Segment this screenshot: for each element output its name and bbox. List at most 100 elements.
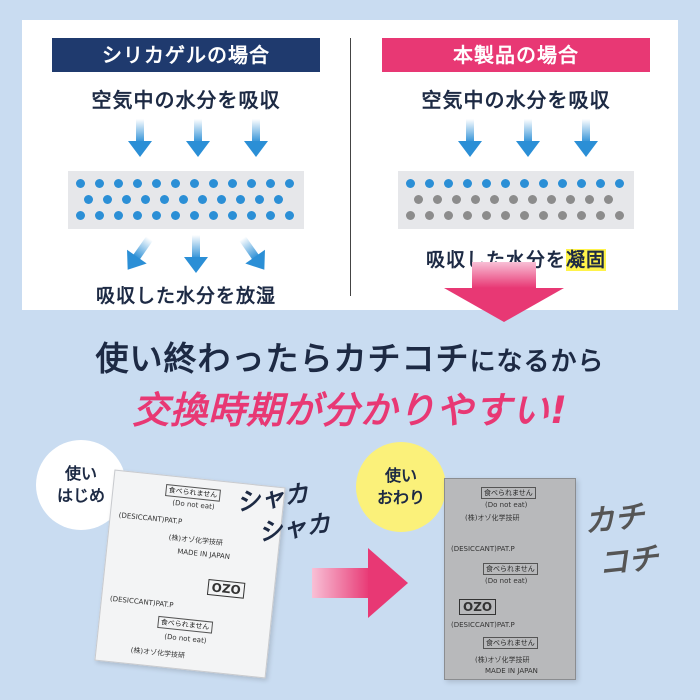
moisture-dot — [490, 195, 499, 204]
moisture-dot — [547, 195, 556, 204]
moisture-dot — [133, 211, 142, 220]
silica-result-text: 吸収した水分を放湿 — [95, 285, 276, 307]
moisture-dot — [577, 179, 586, 188]
moisture-dot — [482, 211, 491, 220]
comparison-panel: シリカゲルの場合 空気中の水分を吸収 吸収した水分を放湿 本製品の場合 空気中の… — [22, 20, 678, 310]
packet-desiccant: (DESICCANT)PAT.P — [451, 621, 515, 629]
moisture-dot — [452, 195, 461, 204]
moisture-dot — [444, 211, 453, 220]
moisture-dot — [228, 179, 237, 188]
moisture-dot — [76, 211, 85, 220]
moisture-dot — [114, 211, 123, 220]
down-arrow-icon — [186, 119, 210, 159]
moisture-dot — [171, 211, 180, 220]
start-badge-line1: 使い — [64, 464, 97, 484]
packet-not-edible: 食べられません — [157, 615, 213, 634]
end-badge: 使いおわり — [356, 442, 446, 532]
moisture-dot — [501, 211, 510, 220]
product-absorb-text: 空気中の水分を吸収 — [421, 88, 611, 112]
moisture-dot — [463, 211, 472, 220]
packet-not-edible: 食べられません — [481, 487, 536, 499]
kachi-sound: カチ — [582, 498, 647, 541]
packet-made-in: MADE IN JAPAN — [485, 667, 538, 675]
silica-absorb-text: 空気中の水分を吸収 — [91, 88, 281, 112]
moisture-dot — [190, 179, 199, 188]
packet-maker: (株)オゾ化学技研 — [130, 646, 186, 660]
moisture-dot — [528, 195, 537, 204]
moisture-dot — [285, 211, 294, 220]
moisture-dot — [425, 211, 434, 220]
moisture-dot — [133, 179, 142, 188]
down-arrow-icon — [128, 119, 152, 159]
packet-maker: (株)オゾ化学技研 — [168, 533, 224, 548]
moisture-dot — [425, 179, 434, 188]
moisture-dot — [76, 179, 85, 188]
absorb-arrows — [52, 119, 320, 165]
moisture-dot — [433, 195, 442, 204]
silica-gel-title: シリカゲルの場合 — [52, 38, 320, 72]
moisture-dot — [266, 179, 275, 188]
product-column: 本製品の場合 空気中の水分を吸収 吸収した水分を凝固 — [382, 38, 650, 272]
moisture-dot — [160, 195, 169, 204]
product-title: 本製品の場合 — [382, 38, 650, 72]
moisture-dot — [228, 211, 237, 220]
moisture-dot — [95, 211, 104, 220]
moisture-dot — [501, 179, 510, 188]
kochi-sound: コチ — [596, 540, 661, 583]
down-arrow-icon — [458, 119, 482, 159]
packet-not-edible: 食べられません — [483, 563, 538, 575]
moisture-dot — [171, 179, 180, 188]
packet-not-edible: 食べられません — [483, 637, 538, 649]
moisture-dot — [95, 179, 104, 188]
moisture-dot — [114, 179, 123, 188]
moisture-dot — [247, 211, 256, 220]
end-badge-line2: おわり — [376, 488, 425, 507]
moisture-dot — [414, 195, 423, 204]
moisture-dot — [406, 179, 415, 188]
moisture-dot — [255, 195, 264, 204]
moisture-dot — [482, 179, 491, 188]
packet-maker: (株)オゾ化学技研 — [475, 656, 530, 664]
moisture-dot — [198, 195, 207, 204]
moisture-dot — [558, 211, 567, 220]
moisture-dot — [141, 195, 150, 204]
moisture-dot — [596, 179, 605, 188]
moisture-dot — [122, 195, 131, 204]
moisture-dot — [577, 211, 586, 220]
moisture-dot — [84, 195, 93, 204]
packet-do-not-eat: (Do not eat) — [485, 501, 528, 509]
moisture-dot — [179, 195, 188, 204]
moisture-dot — [615, 179, 624, 188]
pink-right-arrow-icon — [312, 548, 412, 618]
moisture-dot — [103, 195, 112, 204]
moisture-dot — [558, 179, 567, 188]
product-slab — [398, 171, 634, 229]
moisture-dot — [539, 211, 548, 220]
moisture-dot — [509, 195, 518, 204]
moisture-dot — [444, 179, 453, 188]
packet-do-not-eat: (Do not eat) — [485, 577, 528, 585]
start-badge-line2: はじめ — [56, 486, 105, 505]
packet-desiccant: (DESICCANT)PAT.P — [118, 511, 183, 526]
silica-gel-slab — [68, 171, 304, 229]
headline-line1-tail: になるから — [469, 347, 605, 377]
moisture-dot — [190, 211, 199, 220]
moisture-dot — [406, 211, 415, 220]
divider — [350, 38, 351, 296]
headline-line1-main: 使い終わったらカチコチ — [95, 339, 470, 378]
moisture-dot — [596, 211, 605, 220]
release-arrow-icon — [233, 232, 276, 279]
used-desiccant-packet: 食べられません (Do not eat) (株)オゾ化学技研 (DESICCAN… — [444, 478, 576, 680]
headline-line1: 使い終わったらカチコチになるから — [0, 332, 700, 380]
moisture-dot — [266, 211, 275, 220]
moisture-dot — [585, 195, 594, 204]
moisture-dot — [520, 179, 529, 188]
release-arrows — [52, 235, 320, 279]
ozo-logo: OZO — [206, 578, 246, 599]
down-arrow-icon — [574, 119, 598, 159]
packet-do-not-eat: (Do not eat) — [171, 498, 215, 512]
end-badge-line1: 使い — [384, 466, 417, 486]
ozo-logo: OZO — [459, 599, 497, 615]
down-arrow-icon — [516, 119, 540, 159]
moisture-dot — [274, 195, 283, 204]
